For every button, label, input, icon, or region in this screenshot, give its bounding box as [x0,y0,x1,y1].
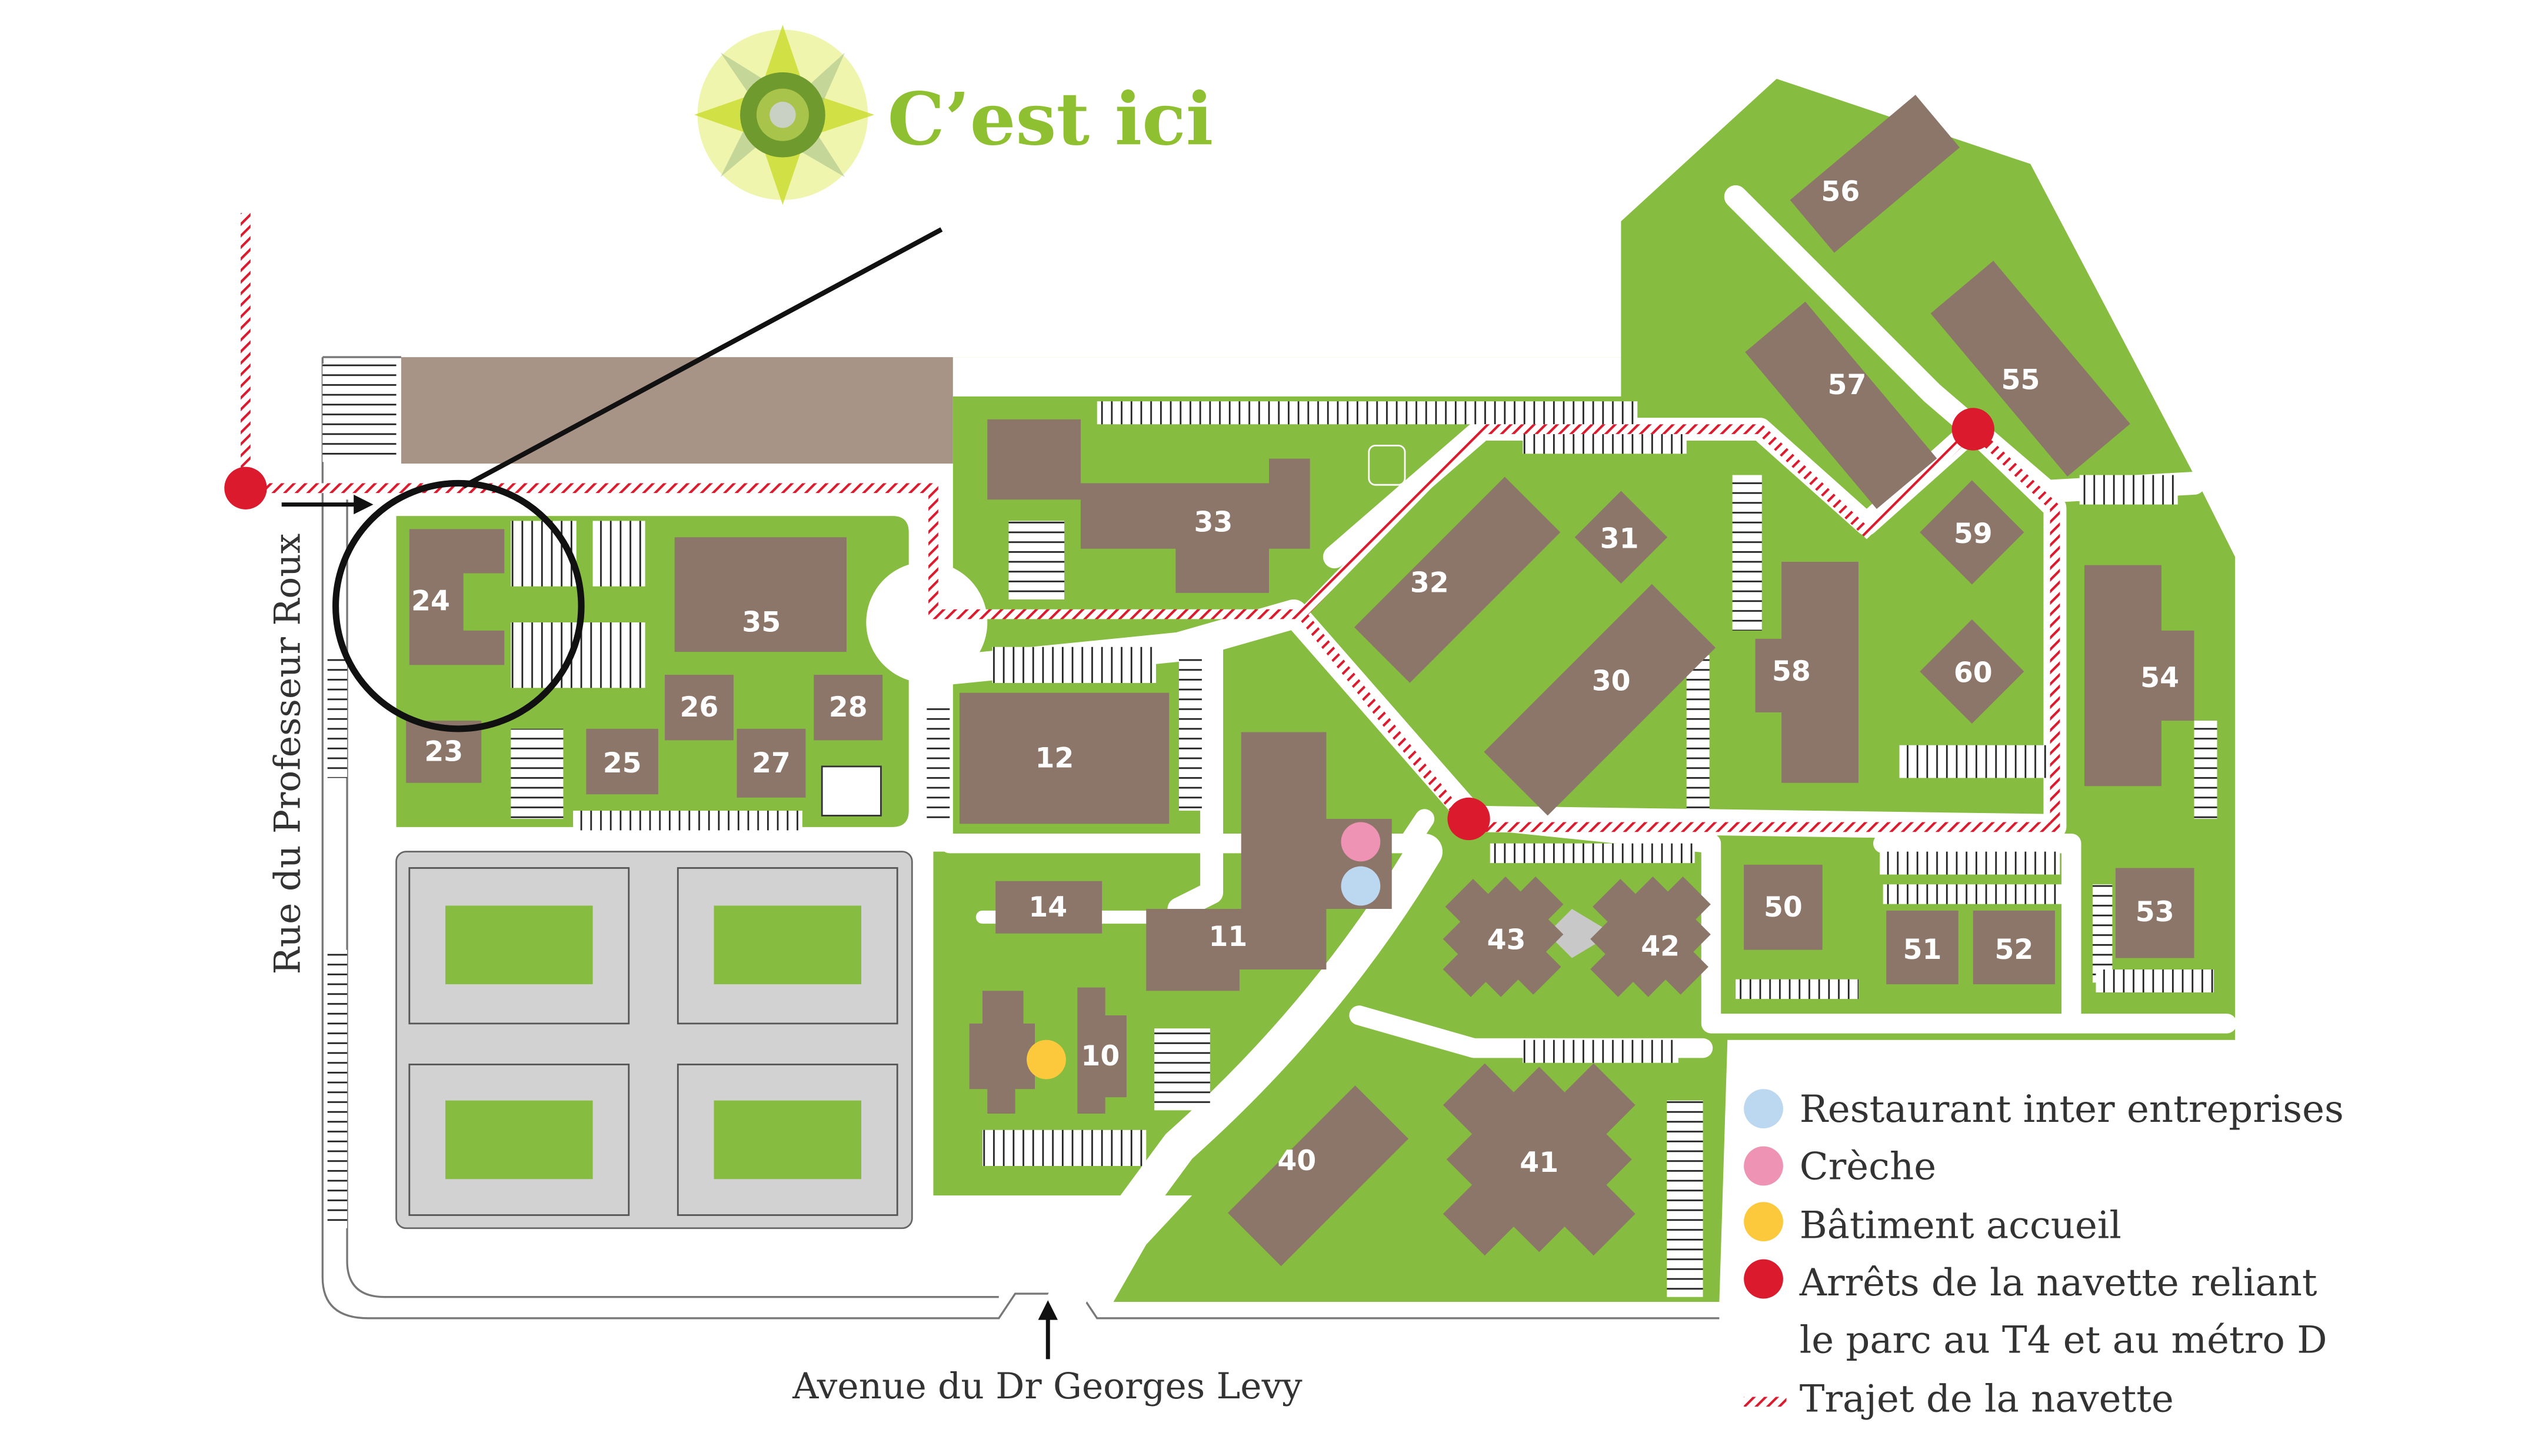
building-53[interactable]: 53 [2115,868,2194,958]
building-50[interactable]: 50 [1744,864,1823,950]
entrance-arrow-west-icon [281,494,374,515]
legend-stops-line1: Arrêts de la navette reliant [1799,1261,2317,1305]
shuttle-stop-center[interactable] [1447,797,1490,841]
logo: C’est ici [694,25,1213,205]
entrance-arrow-south-icon [1038,1300,1058,1360]
building-25[interactable]: 25 [586,728,658,795]
building-57[interactable]: 57 [1745,301,1937,509]
building-number-label: 12 [1035,742,1074,774]
roundabout [866,562,988,683]
building-14[interactable]: 14 [995,881,1103,934]
building-41[interactable]: 41 [1388,1009,1690,1310]
building-32[interactable]: 32 [1354,477,1561,683]
building-number-label: 41 [1520,1147,1558,1179]
building-55[interactable]: 55 [1930,261,2130,477]
parking-strip [401,357,953,464]
legend-creche-icon [1744,1146,1783,1186]
building-10[interactable]: 10 [969,987,1127,1114]
building-number-label: 43 [1487,924,1526,956]
road-label-west: Rue du Professeur Roux [267,534,308,975]
accueil-marker[interactable] [1027,1039,1066,1079]
creche-marker[interactable] [1341,822,1381,862]
building-number-label: 23 [424,735,463,768]
building-number-label: 50 [1764,891,1803,924]
legend-route-icon [1744,1397,1787,1407]
legend-restaurant-icon [1744,1089,1783,1128]
building-number-label: 28 [829,691,868,724]
building-number-label: 57 [1828,369,1867,401]
building-number-label: 24 [411,585,450,617]
legend-restaurant: Restaurant inter entreprises [1800,1088,2344,1131]
building-number-label: 11 [1209,921,1248,953]
building-number-label: 53 [2136,896,2174,928]
building-number-label: 51 [1903,934,1942,966]
building-number-label: 40 [1277,1145,1316,1177]
building-58[interactable]: 58 [1755,562,1858,783]
building-56[interactable]: 56 [1790,95,1960,253]
building-number-label: 60 [1954,657,1993,689]
building-number-label: 58 [1772,655,1811,688]
legend-accueil: Bâtiment accueil [1800,1204,2121,1247]
building-number-label: 55 [2001,364,2040,397]
building-51[interactable]: 51 [1886,910,1959,985]
building-number-label: 35 [742,606,781,638]
building-number-label: 30 [1592,665,1631,698]
building-number-label: 26 [680,691,719,724]
building-12[interactable]: 12 [959,692,1170,824]
legend-creche: Crèche [1800,1145,1936,1188]
building-number-label: 42 [1641,931,1680,963]
building-11[interactable]: 11 [1146,732,1392,991]
legend-route: Trajet de la navette [1800,1377,2174,1421]
building-35[interactable]: 35 [674,537,847,652]
building-54[interactable]: 54 [2084,565,2194,787]
building-number-label: 52 [1994,934,2033,966]
building-number-label: 32 [1410,567,1449,599]
legend-stop-icon [1744,1259,1783,1299]
sun-logo-icon [694,25,875,205]
legend-stops-line2: le parc au T4 et au métro D [1800,1318,2327,1362]
building-42[interactable]: 42 [1560,847,1741,1027]
logo-text: C’est ici [888,76,1214,161]
pointer-line [462,227,943,489]
legend: Restaurant inter entreprises Crèche Bâti… [1744,1088,2344,1421]
location-highlight-circle [332,479,585,732]
legend-accueil-icon [1744,1202,1783,1242]
building-26[interactable]: 26 [664,675,734,741]
perimeter-road [321,357,1720,1320]
building-number-label: 54 [2140,662,2179,694]
shuttle-stop-north[interactable] [1951,408,1994,451]
building-33[interactable]: 33 [987,419,1310,593]
building-number-label: 56 [1821,175,1860,208]
building-28[interactable]: 28 [814,675,883,741]
building-27[interactable]: 27 [737,728,806,798]
shuttle-stop-west[interactable] [224,467,267,509]
building-30[interactable]: 30 [1484,584,1716,816]
building-number-label: 27 [752,747,791,779]
building-number-label: 59 [1954,518,1993,550]
building-40[interactable]: 40 [1227,1085,1409,1267]
building-24[interactable]: 24 [409,529,505,665]
building-43[interactable]: 43 [1413,847,1593,1027]
building-number-label: 25 [603,747,642,779]
building-number-label: 10 [1081,1040,1120,1072]
building-number-label: 31 [1600,523,1639,555]
building-number-label: 33 [1194,507,1233,539]
shuttle-route [241,213,2060,832]
restaurant-marker[interactable] [1341,866,1381,906]
sports-courts [395,851,913,1230]
building-number-label: 14 [1028,891,1067,924]
road-label-south: Avenue du Dr Georges Levy [792,1365,1303,1407]
building-52[interactable]: 52 [1973,910,2055,985]
